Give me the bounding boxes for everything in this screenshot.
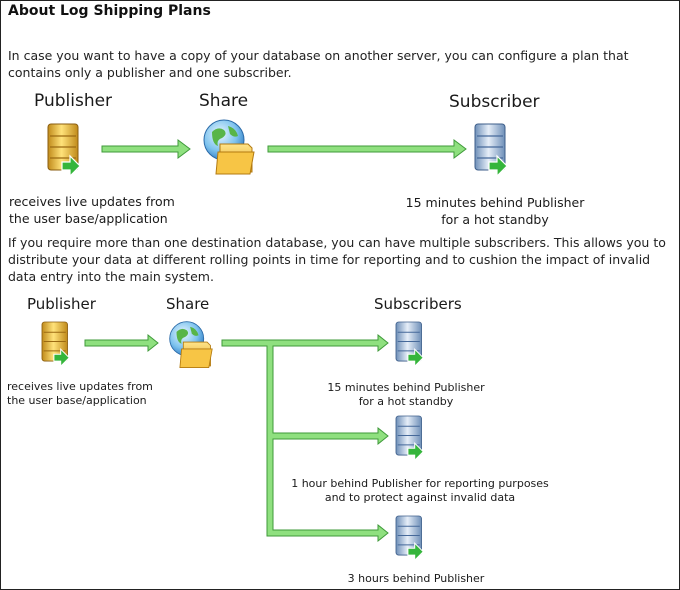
- d1-subscriber-caption-1: 15 minutes behind Publisher: [405, 195, 585, 210]
- d2-subscribers-label: Subscribers: [374, 295, 462, 313]
- d2-subscriber-icon-3: [395, 515, 424, 561]
- d1-share-icon: [203, 119, 255, 175]
- d1-arrow-share-to-subscriber: [267, 139, 467, 159]
- d2-publisher-label: Publisher: [27, 295, 96, 313]
- d2-sub2-caption-1: 1 hour behind Publisher for reporting pu…: [291, 477, 549, 490]
- d2-publisher-caption-1: receives live updates from: [7, 380, 153, 393]
- d2-sub3-caption-1: 3 hours behind Publisher: [347, 572, 485, 585]
- d1-subscriber-caption-2: for a hot standby: [441, 212, 549, 227]
- d1-publisher-label: Publisher: [34, 91, 113, 111]
- d1-arrow-publisher-to-share: [101, 139, 191, 159]
- d2-share-label: Share: [166, 295, 210, 313]
- middle-paragraph: If you require more than one destination…: [8, 235, 666, 284]
- d2-sub1-caption-2: for a hot standby: [358, 395, 454, 408]
- d2-sub1-caption-1: 15 minutes behind Publisher: [327, 381, 485, 394]
- d2-branch-connector: [221, 333, 389, 543]
- d2-share-icon: [169, 321, 213, 369]
- d2-subscriber-icon-1: [395, 321, 424, 367]
- d1-publisher-icon: [47, 123, 81, 177]
- d2-sub2-caption-2: and to protect against invalid data: [324, 491, 516, 504]
- d2-publisher-caption-2: the user base/application: [7, 394, 147, 407]
- d2-publisher-icon: [41, 321, 70, 367]
- d1-subscriber-label: Subscriber: [449, 92, 540, 112]
- d1-share-label: Share: [199, 91, 249, 111]
- d1-publisher-caption-2: the user base/application: [9, 211, 168, 226]
- d2-subscriber-icon-2: [395, 415, 424, 461]
- d1-publisher-caption-1: receives live updates from: [9, 194, 175, 209]
- intro-paragraph: In case you want to have a copy of your …: [8, 48, 629, 80]
- d2-arrow-publisher-to-share: [84, 333, 159, 353]
- page-title: About Log Shipping Plans: [8, 3, 211, 19]
- d1-subscriber-icon: [474, 123, 508, 177]
